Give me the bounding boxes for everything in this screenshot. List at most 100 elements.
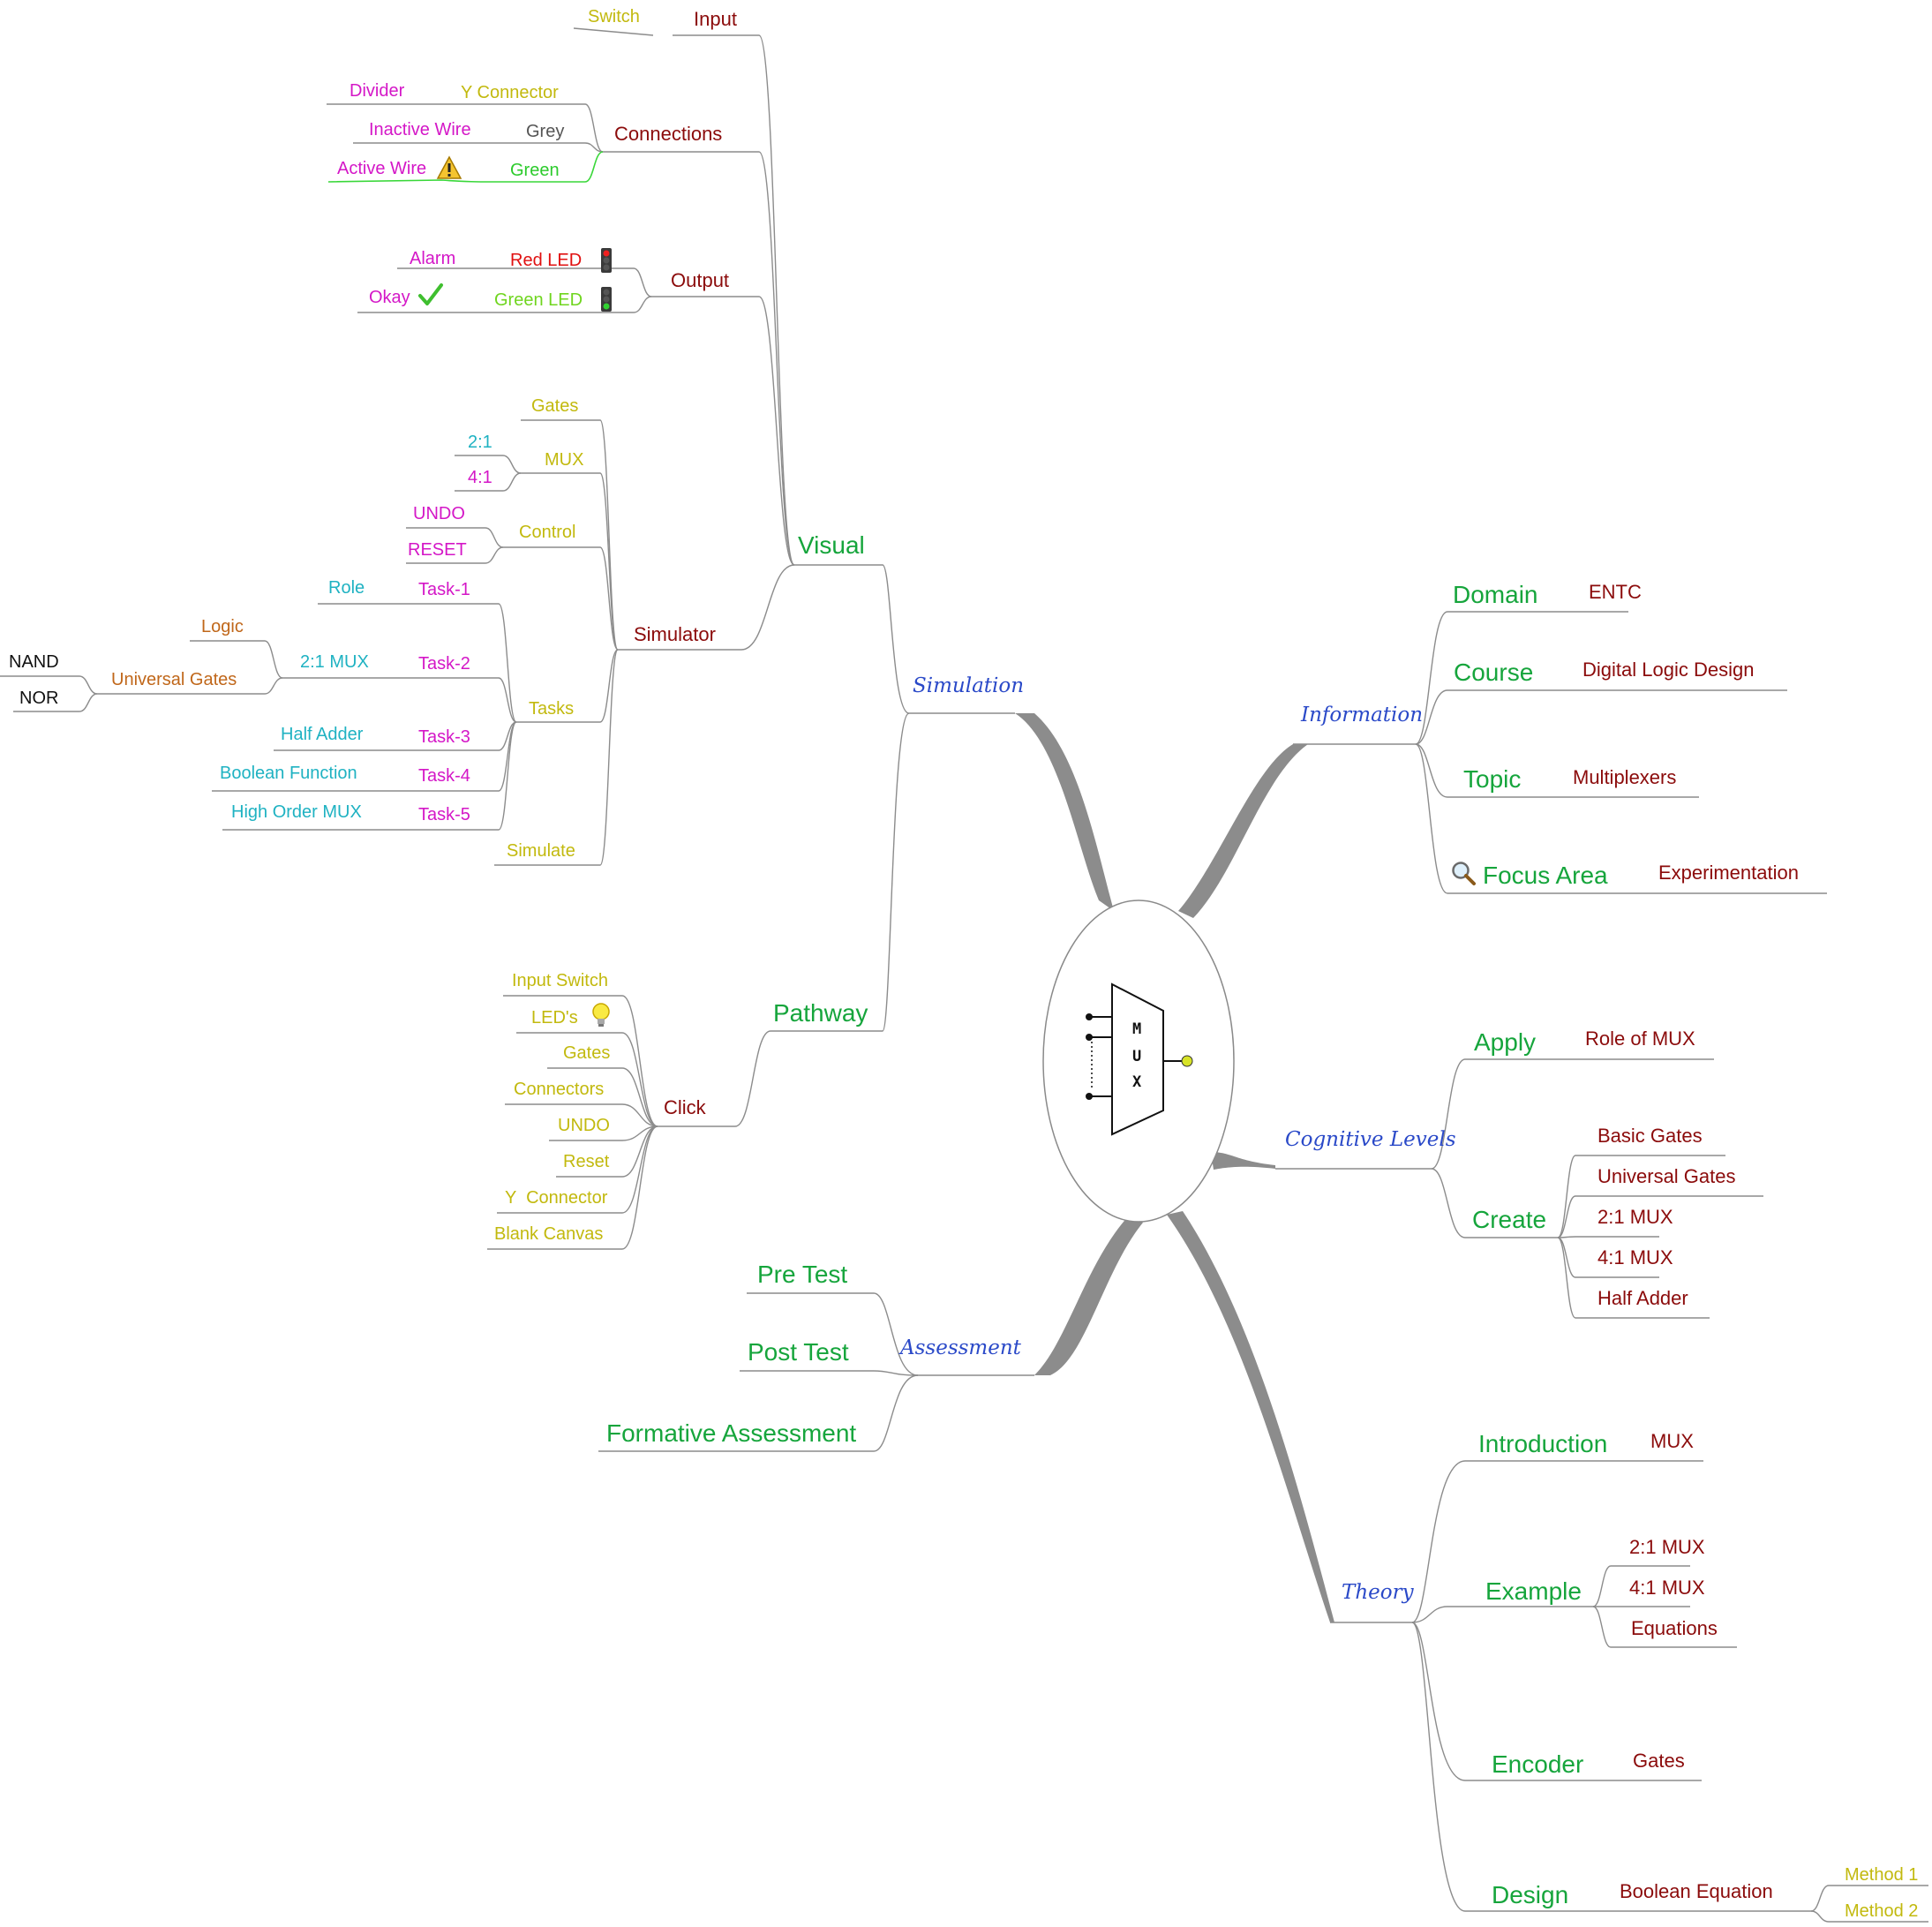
node-high-order-mux[interactable]: High Order MUX: [231, 802, 362, 822]
node-click-y-connector[interactable]: Y Connector: [505, 1188, 608, 1208]
branch-theory[interactable]: Theory: [1342, 1581, 1414, 1604]
branch-assessment[interactable]: Assessment: [900, 1336, 1021, 1359]
node-create-universal-gates[interactable]: Universal Gates: [1597, 1165, 1736, 1187]
node-create-basic-gates[interactable]: Basic Gates: [1597, 1125, 1703, 1147]
node-nor[interactable]: NOR: [19, 689, 59, 708]
node-task2-mux21[interactable]: 2:1 MUX: [300, 652, 369, 672]
node-red-led[interactable]: Red LED: [510, 251, 583, 270]
node-design[interactable]: Design: [1492, 1881, 1569, 1908]
node-click[interactable]: Click: [664, 1096, 706, 1118]
node-green[interactable]: Green: [510, 161, 560, 180]
link-task1: [406, 603, 517, 723]
link-basic-gates: [1557, 1155, 1725, 1238]
node-apply-value[interactable]: Role of MUX: [1585, 1027, 1695, 1050]
node-click-undo[interactable]: UNDO: [558, 1116, 610, 1135]
node-example-mux21[interactable]: 2:1 MUX: [1629, 1536, 1705, 1558]
node-connections[interactable]: Connections: [614, 123, 723, 145]
node-divider[interactable]: Divider: [350, 81, 405, 101]
node-task4[interactable]: Task-4: [418, 766, 470, 786]
node-create[interactable]: Create: [1472, 1206, 1547, 1233]
node-course-value[interactable]: Digital Logic Design: [1582, 659, 1755, 681]
node-y-connector[interactable]: Y Connector: [461, 83, 559, 102]
link-task2: [406, 677, 517, 723]
link-click: [658, 1030, 771, 1127]
node-focus-value[interactable]: Experimentation: [1658, 862, 1799, 884]
node-click-input-switch[interactable]: Input Switch: [512, 971, 608, 990]
node-simulator[interactable]: Simulator: [634, 623, 716, 645]
node-click-blank-canvas[interactable]: Blank Canvas: [494, 1224, 604, 1244]
node-click-connectors[interactable]: Connectors: [514, 1080, 605, 1099]
link-connections: [603, 151, 795, 566]
node-task5[interactable]: Task-5: [418, 805, 470, 824]
node-half-adder[interactable]: Half Adder: [281, 725, 364, 744]
node-task1[interactable]: Task-1: [418, 580, 470, 599]
node-active-wire[interactable]: Active Wire: [337, 159, 427, 178]
active-wire-connectors: [327, 151, 604, 183]
node-post-test[interactable]: Post Test: [748, 1338, 849, 1366]
node-okay[interactable]: Okay: [369, 288, 410, 307]
link-visual: [794, 564, 910, 714]
branch-cognitive-levels[interactable]: Cognitive Levels: [1285, 1128, 1456, 1151]
node-simulate[interactable]: Simulate: [507, 841, 575, 861]
node-task3[interactable]: Task-3: [418, 727, 470, 747]
node-alarm[interactable]: Alarm: [410, 249, 456, 268]
node-method2[interactable]: Method 2: [1845, 1901, 1919, 1921]
branch-information[interactable]: Information: [1301, 704, 1424, 726]
node-domain[interactable]: Domain: [1453, 581, 1538, 608]
node-method1[interactable]: Method 1: [1845, 1865, 1919, 1885]
node-create-half-adder[interactable]: Half Adder: [1597, 1287, 1688, 1309]
node-inactive-wire[interactable]: Inactive Wire: [369, 120, 471, 139]
node-topic[interactable]: Topic: [1463, 765, 1522, 793]
node-example-equations[interactable]: Equations: [1631, 1617, 1718, 1639]
link-logic: [190, 640, 283, 679]
node-sim-mux[interactable]: MUX: [545, 450, 584, 470]
node-output[interactable]: Output: [671, 269, 730, 291]
node-universal-gates[interactable]: Universal Gates: [111, 670, 237, 689]
node-introduction[interactable]: Introduction: [1478, 1430, 1608, 1457]
node-boolean-function[interactable]: Boolean Function: [220, 764, 357, 783]
node-mux-21[interactable]: 2:1: [468, 433, 492, 452]
node-visual[interactable]: Visual: [798, 531, 865, 559]
node-course[interactable]: Course: [1454, 659, 1534, 686]
node-example[interactable]: Example: [1485, 1577, 1582, 1605]
connector-assessment: [1034, 1215, 1143, 1375]
node-domain-value[interactable]: ENTC: [1589, 581, 1642, 603]
link-apply: [1431, 1058, 1580, 1170]
node-control[interactable]: Control: [519, 523, 576, 542]
node-pre-test[interactable]: Pre Test: [757, 1261, 848, 1288]
node-topic-value[interactable]: Multiplexers: [1573, 766, 1677, 788]
node-role[interactable]: Role: [328, 578, 365, 598]
node-mux-41[interactable]: 4:1: [468, 468, 492, 487]
node-sim-gates[interactable]: Gates: [531, 396, 579, 416]
node-task2[interactable]: Task-2: [418, 654, 470, 674]
node-apply[interactable]: Apply: [1474, 1028, 1537, 1056]
node-input[interactable]: Input: [694, 8, 737, 30]
node-boolean-equation[interactable]: Boolean Equation: [1620, 1880, 1773, 1902]
node-create-mux41[interactable]: 4:1 MUX: [1597, 1246, 1673, 1268]
node-encoder[interactable]: Encoder: [1492, 1750, 1584, 1778]
node-tasks[interactable]: Tasks: [529, 699, 575, 719]
node-nand[interactable]: NAND: [9, 652, 59, 672]
node-create-mux21[interactable]: 2:1 MUX: [1597, 1206, 1673, 1228]
node-click-reset[interactable]: Reset: [563, 1152, 610, 1171]
node-example-mux41[interactable]: 4:1 MUX: [1629, 1577, 1705, 1599]
link-create-half-adder: [1557, 1237, 1710, 1319]
node-switch[interactable]: Switch: [588, 7, 640, 26]
node-logic[interactable]: Logic: [201, 617, 244, 636]
node-focus-area[interactable]: Focus Area: [1483, 862, 1608, 889]
link-create-mux21: [1557, 1236, 1659, 1238]
node-click-gates[interactable]: Gates: [563, 1043, 611, 1063]
link-post-test: [740, 1370, 919, 1376]
node-introduction-value[interactable]: MUX: [1650, 1430, 1694, 1452]
node-formative-assessment[interactable]: Formative Assessment: [606, 1419, 857, 1447]
node-sim-reset[interactable]: RESET: [408, 540, 467, 560]
node-encoder-value[interactable]: Gates: [1633, 1750, 1685, 1772]
node-pathway[interactable]: Pathway: [773, 999, 868, 1027]
node-green-led[interactable]: Green LED: [494, 290, 583, 310]
node-grey[interactable]: Grey: [526, 122, 565, 141]
node-click-leds[interactable]: LED's: [531, 1008, 578, 1027]
branch-simulation[interactable]: Simulation: [913, 674, 1025, 697]
link-red-led: [492, 267, 652, 297]
node-sim-undo[interactable]: UNDO: [413, 504, 465, 523]
